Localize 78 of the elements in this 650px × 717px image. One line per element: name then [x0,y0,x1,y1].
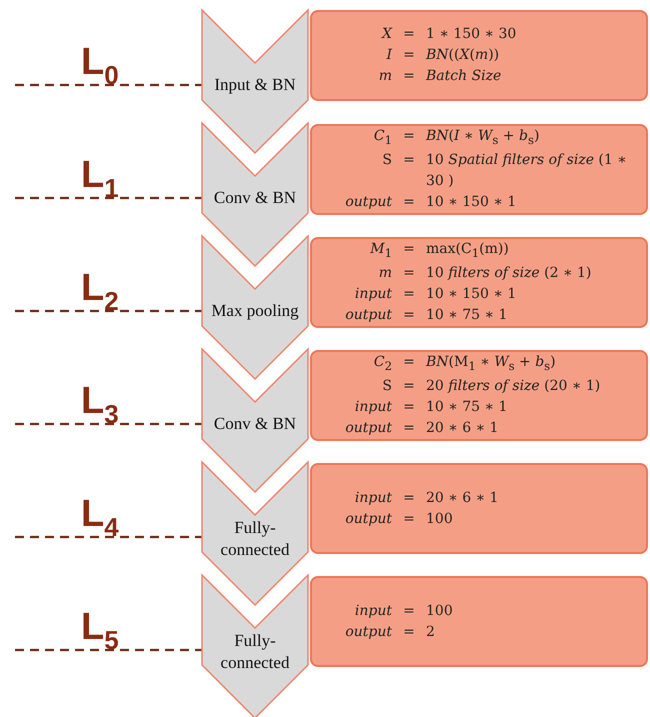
equals-sign: = [402,510,416,528]
formula-box [310,124,648,215]
equals-sign: = [402,264,416,284]
formula-term: input [354,398,392,418]
leader-line [15,196,202,200]
leader-line [15,310,202,312]
formula-value: 10 ∗ 150 ∗ 1 [426,193,518,212]
formula-term: input [354,602,392,620]
equals-sign: = [402,67,416,86]
equals-sign: = [402,602,416,620]
layer-label: L$_{2}$ [15,268,200,311]
equals-sign: = [402,377,416,396]
formula-term: m [378,264,392,284]
layer-type: Conv & BN [212,413,298,435]
formula-term: S [381,151,392,170]
leader-line [15,84,202,86]
layer-label: L$_{4}$ [15,494,200,537]
formula-value: BN(I ∗ W$_{s}$ + b$_{s}$) [426,126,540,148]
equals-sign: = [402,285,416,304]
formula-term: X [380,25,392,44]
equals-sign: = [402,622,416,642]
layer-type: Max pooling [210,300,300,322]
formula-term: input [354,488,392,508]
formula-box [310,237,648,328]
formula-value: 20 ∗ 6 ∗ 1 [426,419,500,438]
equals-sign: = [402,419,416,438]
formula-value: 10 ∗ 75 ∗ 1 [426,306,508,326]
leader-line [15,422,202,426]
layer-type: Fully-connected [220,630,290,674]
equals-sign: = [402,240,416,259]
equals-sign: = [402,398,416,418]
formula-term: input [354,285,392,304]
equals-sign: = [402,46,416,65]
formula-value: max(C$_{1}$(m)) [426,240,510,262]
formula-term: m [378,67,392,86]
layer-type: Conv & BN [212,187,298,209]
formula-value: Batch Size [426,67,502,86]
formula-box [310,10,648,101]
formula-box [310,350,648,441]
formula-term: output [344,419,392,438]
equals-sign: = [402,126,416,146]
formula-term: S [381,377,392,396]
formula-term: output [344,510,392,528]
layer-type: Fully-connected [220,517,290,561]
formula-term: output [344,193,392,212]
formula-value: 100 [426,602,453,620]
formula-box [310,576,648,667]
formula-value: 1 ∗ 150 ∗ 30 [426,25,516,44]
equals-sign: = [402,151,416,170]
formula-term: output [344,622,392,642]
formula-term: C$_{1}$ [372,126,392,148]
formula-value: 20 filters of size (20 ∗ 1) [426,377,600,396]
equals-sign: = [402,25,416,44]
formula-value: 20 ∗ 6 ∗ 1 [426,488,498,508]
leader-line [15,536,202,538]
formula-value: 2 [426,622,436,642]
formula-value: 10 Spatial filters of size (1 ∗ 30 ) [426,151,628,192]
layer-label: L$_{0}$ [15,42,200,85]
formula-box [310,463,648,554]
layer-label: L$_{3}$ [15,381,200,424]
equals-sign: = [402,488,416,508]
leader-line [15,648,202,652]
equals-sign: = [402,306,416,326]
equals-sign: = [402,193,416,212]
formula-term: I [385,46,392,65]
formula-term: output [344,306,392,326]
formula-value: 10 ∗ 75 ∗ 1 [426,398,508,418]
formula-value: BN((X(m)) [426,46,500,65]
formula-value: 10 filters of size (2 ∗ 1) [426,264,592,284]
formula-value: 100 [426,510,454,528]
formula-term: C$_{2}$ [372,352,392,374]
formula-term: M$_{1}$ [369,240,392,262]
formula-value: 10 ∗ 150 ∗ 1 [426,285,518,304]
layer-label: L$_{5}$ [15,607,200,650]
layer-label: L$_{1}$ [15,155,200,198]
formula-value: BN(M$_{1}$ ∗ W$_{s}$ + b$_{s}$) [426,352,557,374]
layer-type: Input & BN [213,74,297,96]
equals-sign: = [402,352,416,372]
